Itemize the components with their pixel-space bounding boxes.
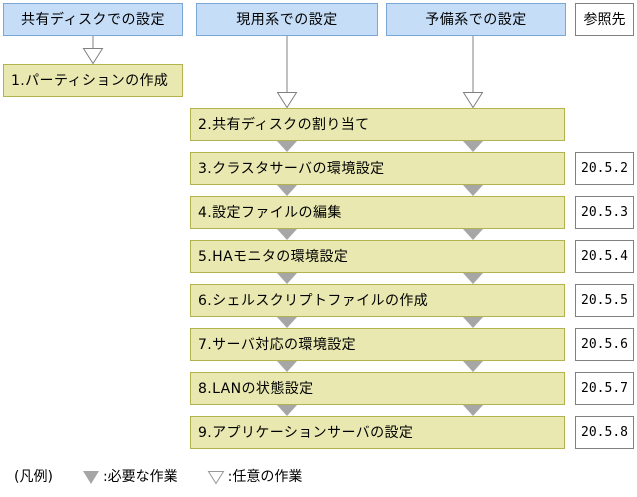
column-header-shared-disk: 共有ディスクでの設定	[3, 3, 183, 36]
filled-down-triangle-icon	[463, 185, 483, 196]
hollow-down-triangle-icon	[276, 92, 298, 108]
filled-down-triangle-icon	[463, 317, 483, 328]
reference-label: 20.5.4	[581, 249, 628, 264]
column-header-label: 共有ディスクでの設定	[20, 11, 166, 28]
filled-down-triangle-icon	[81, 469, 101, 485]
connector-required-standby-2-3	[461, 141, 485, 152]
task-box-step-9: 9.アプリケーションサーバの設定	[190, 416, 565, 449]
filled-down-triangle-icon	[463, 229, 483, 240]
connector-required-active-7-8	[275, 361, 299, 372]
column-header-label: 現用系での設定	[236, 11, 338, 28]
connector-required-active-2-3	[275, 141, 299, 152]
reference-box-step-4: 20.5.3	[575, 196, 634, 229]
task-label: 4.設定ファイルの編集	[198, 204, 342, 221]
connector-required-standby-6-7	[461, 317, 485, 328]
connector-required-active-8-9	[275, 405, 299, 416]
filled-down-triangle-icon	[277, 405, 297, 416]
filled-down-triangle-icon	[277, 361, 297, 372]
task-box-step-7: 7.サーバ対応の環境設定	[190, 328, 565, 361]
task-box-step-2: 2.共有ディスクの割り当て	[190, 108, 565, 141]
filled-down-triangle-icon	[277, 185, 297, 196]
legend-required-label: :必要な作業	[102, 469, 178, 485]
filled-down-triangle-icon	[463, 405, 483, 416]
connector-required-standby-7-8	[461, 361, 485, 372]
task-label: 1.パーティションの作成	[11, 72, 169, 89]
task-label: 6.シェルスクリプトファイルの作成	[198, 292, 429, 309]
filled-down-triangle-icon	[463, 273, 483, 284]
task-label: 5.HAモニタの環境設定	[198, 248, 349, 265]
filled-down-triangle-icon	[277, 273, 297, 284]
reference-box-step-6: 20.5.5	[575, 284, 634, 317]
filled-down-triangle-icon	[463, 141, 483, 152]
filled-down-triangle-icon	[277, 317, 297, 328]
legend-title: (凡例)	[14, 469, 53, 485]
reference-box-step-9: 20.5.8	[575, 416, 634, 449]
task-box-step-5: 5.HAモニタの環境設定	[190, 240, 565, 273]
filled-down-triangle-icon	[463, 361, 483, 372]
hollow-down-triangle-icon	[462, 92, 484, 108]
reference-label: 20.5.3	[581, 205, 628, 220]
reference-box-step-7: 20.5.6	[575, 328, 634, 361]
task-box-step-6: 6.シェルスクリプトファイルの作成	[190, 284, 565, 317]
reference-label: 20.5.2	[581, 161, 628, 176]
filled-down-triangle-icon	[277, 229, 297, 240]
connector-required-standby-3-4	[461, 185, 485, 196]
legend: (凡例) :必要な作業 :任意の作業	[14, 469, 302, 485]
column-header-label: 予備系での設定	[425, 11, 527, 28]
task-label: 2.共有ディスクの割り当て	[198, 116, 370, 133]
task-box-step-4: 4.設定ファイルの編集	[190, 196, 565, 229]
column-header-active-system: 現用系での設定	[196, 3, 378, 36]
column-header-standby-system: 予備系での設定	[386, 3, 566, 36]
task-box-step-3: 3.クラスタサーバの環境設定	[190, 152, 565, 185]
connector-optional-active-system	[275, 36, 299, 108]
task-label: 9.アプリケーションサーバの設定	[198, 424, 414, 441]
task-label: 3.クラスタサーバの環境設定	[198, 160, 385, 177]
connector-required-active-3-4	[275, 185, 299, 196]
connector-required-active-4-5	[275, 229, 299, 240]
task-label: 8.LANの状態設定	[198, 380, 314, 397]
reference-label: 20.5.5	[581, 293, 628, 308]
connector-required-standby-8-9	[461, 405, 485, 416]
column-header-label: 参照先	[583, 11, 626, 28]
connector-required-active-6-7	[275, 317, 299, 328]
filled-down-triangle-icon	[277, 141, 297, 152]
task-box-step-1: 1.パーティションの作成	[3, 64, 183, 97]
hollow-down-triangle-icon	[206, 469, 226, 485]
reference-label: 20.5.6	[581, 337, 628, 352]
connector-required-standby-5-6	[461, 273, 485, 284]
task-label: 7.サーバ対応の環境設定	[198, 336, 357, 353]
connector-required-active-5-6	[275, 273, 299, 284]
reference-box-step-5: 20.5.4	[575, 240, 634, 273]
connector-required-standby-4-5	[461, 229, 485, 240]
connector-optional-shared-disk	[81, 36, 105, 64]
reference-box-step-8: 20.5.7	[575, 372, 634, 405]
legend-optional-label: :任意の作業	[227, 469, 303, 485]
reference-label: 20.5.7	[581, 381, 628, 396]
column-header-reference: 参照先	[575, 3, 634, 36]
reference-box-step-3: 20.5.2	[575, 152, 634, 185]
connector-optional-standby-system	[461, 36, 485, 108]
hollow-down-triangle-icon	[82, 48, 104, 64]
reference-label: 20.5.8	[581, 425, 628, 440]
task-box-step-8: 8.LANの状態設定	[190, 372, 565, 405]
